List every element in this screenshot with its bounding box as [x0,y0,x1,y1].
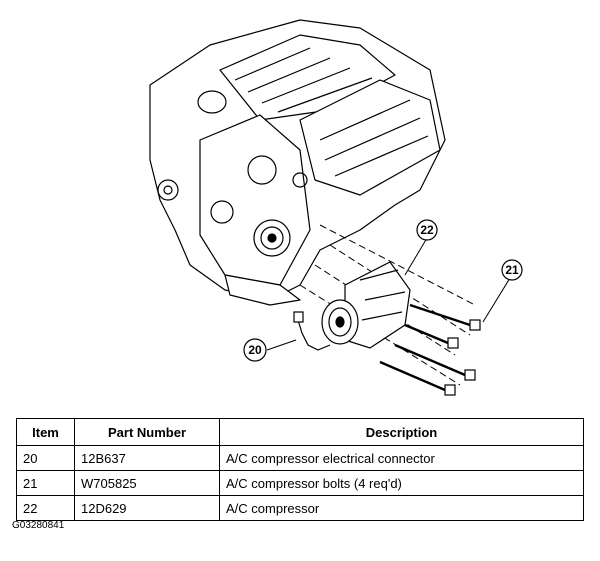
svg-text:22: 22 [420,223,434,237]
cell-item: 20 [16,445,75,471]
cell-description: A/C compressor electrical connector [219,445,584,471]
compressor-bolts [379,303,481,396]
oil-pan [224,274,301,306]
cell-part-number: 12D629 [74,495,220,521]
table-header-row: Item Part Number Description [16,418,584,446]
figure-code: G03280841 [12,520,65,531]
header-description: Description [219,418,584,446]
cell-description: A/C compressor bolts (4 req'd) [219,470,584,496]
table-row: 21 W705825 A/C compressor bolts (4 req'd… [16,470,584,496]
oil-cap [197,90,227,114]
cell-part-number: W705825 [74,470,220,496]
tensioner-pulley [210,200,234,224]
cell-description: A/C compressor [219,495,584,521]
cell-part-number: 12B637 [74,445,220,471]
valve-cover [299,79,441,196]
parts-table: Item Part Number Description 20 12B637 A… [16,418,584,521]
ac-compressor [321,261,411,349]
callout-21: 21 [501,259,523,281]
header-part-number: Part Number [74,418,220,446]
callout-22: 22 [416,219,438,241]
svg-text:20: 20 [248,343,262,357]
table-row: 20 12B637 A/C compressor electrical conn… [16,445,584,471]
callout-20: 20 [243,338,267,362]
electrical-connector [293,311,331,351]
svg-text:21: 21 [505,263,519,277]
header-item: Item [16,418,75,446]
table-row: 22 12D629 A/C compressor [16,495,584,521]
cell-item: 22 [16,495,75,521]
cell-item: 21 [16,470,75,496]
engine-diagram: 22 21 20 [149,19,523,396]
